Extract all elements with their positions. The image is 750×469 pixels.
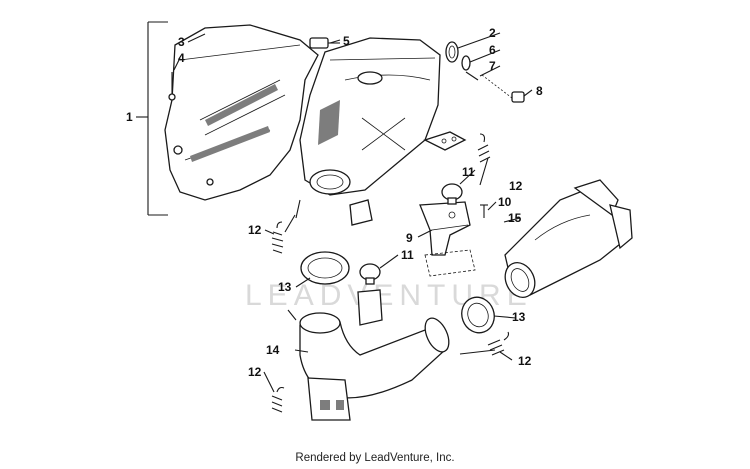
spring-upper-right [477, 133, 491, 163]
callout-15: 15 [508, 211, 522, 225]
stud-5 [309, 37, 340, 49]
header-pipe-14 [299, 312, 450, 421]
footer-credit: Rendered by LeadVenture, Inc. [295, 452, 455, 464]
dashed-plate [424, 249, 476, 277]
callout-12-upper-right: 12 [509, 179, 523, 193]
rubber-mount-upper [441, 183, 463, 205]
grommet-2 [445, 41, 459, 63]
callout-4: 4 [178, 51, 185, 65]
callout-6: 6 [489, 43, 496, 57]
callout-11-upper: 11 [462, 165, 475, 179]
muffler-bracket [423, 131, 467, 151]
callout-5: 5 [343, 34, 350, 48]
callout-12-left: 12 [248, 223, 262, 237]
muffler [299, 37, 441, 226]
washer-6 [461, 55, 471, 71]
callout-9: 9 [406, 231, 413, 245]
seal-ring-left [300, 251, 350, 285]
bolt-10 [480, 204, 488, 218]
callout-7: 7 [489, 59, 496, 73]
clip-7 [465, 71, 513, 99]
callout-12-bottom-left: 12 [248, 365, 262, 379]
callout-12-lower-right: 12 [518, 354, 532, 368]
leader-lines [173, 32, 533, 393]
mount-bracket-9 [419, 201, 471, 256]
callout-3: 3 [178, 35, 185, 49]
bolt-4 [168, 72, 176, 101]
callout-labels: 1 2 3 4 5 6 7 8 9 10 11 11 12 12 12 12 1… [126, 26, 543, 379]
callout-10: 10 [498, 195, 512, 209]
spring-bottom-left [271, 386, 285, 413]
callout-2: 2 [489, 26, 496, 40]
callout-11-lower: 11 [401, 248, 414, 262]
callout-1: 1 [126, 110, 133, 124]
callout-8: 8 [536, 84, 543, 98]
callout-14: 14 [266, 343, 280, 357]
callout-13-left: 13 [278, 280, 292, 294]
spring-lower-right [487, 331, 510, 356]
heat-shield [164, 24, 319, 201]
callout-13-right: 13 [512, 310, 526, 324]
y-pipe-15 [504, 179, 633, 299]
rubber-mount-lower [357, 263, 383, 326]
spring-left [271, 221, 284, 254]
group-bracket-1 [136, 21, 168, 216]
cap-8 [511, 91, 525, 103]
seal-ring-right [461, 296, 495, 334]
